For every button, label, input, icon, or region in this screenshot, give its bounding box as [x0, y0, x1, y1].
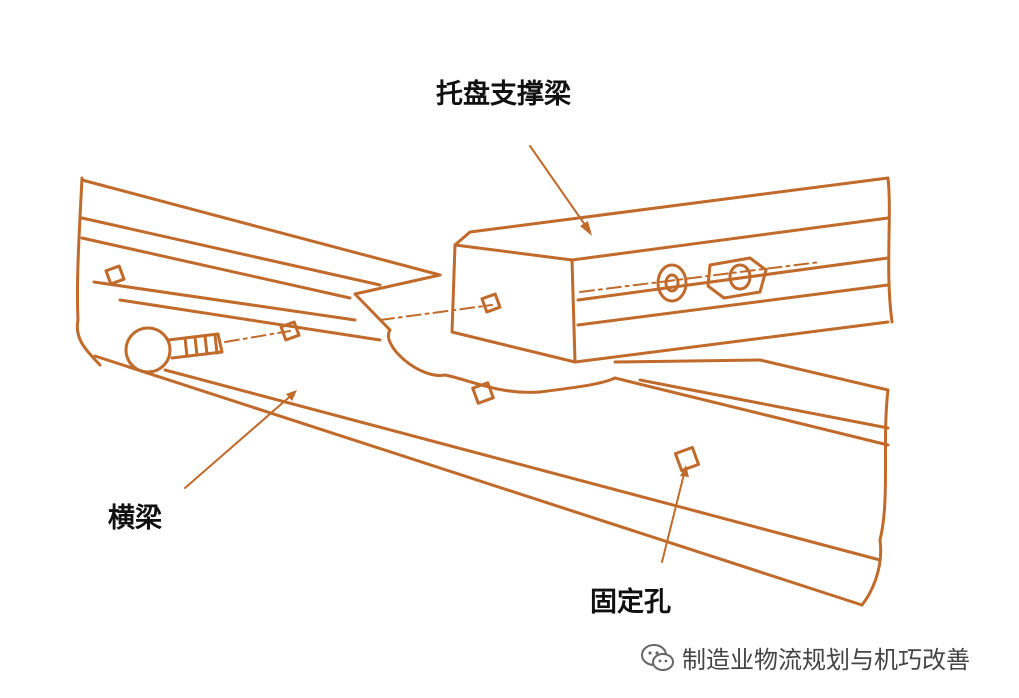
- label-cross-beam: 横梁: [108, 503, 162, 534]
- washer-nut: [656, 256, 768, 303]
- cross-beam-main: [93, 298, 890, 607]
- arrowheads: [286, 221, 689, 477]
- pallet-support-beam: [450, 176, 894, 364]
- label-pallet-support-beam: 托盘支撑梁: [436, 79, 571, 110]
- label-fixing-hole: 固定孔: [590, 587, 671, 618]
- watermark-text: 制造业物流规划与机巧改善: [682, 646, 970, 674]
- leader-arrows: [184, 145, 686, 563]
- wechat-icon: [641, 643, 674, 671]
- fixing-holes: [104, 264, 701, 473]
- cross-beam-left: [75, 176, 542, 394]
- bolt: [124, 326, 224, 374]
- bolt-axis-lines: [224, 261, 821, 343]
- watermark: 制造业物流规划与机巧改善: [640, 640, 970, 675]
